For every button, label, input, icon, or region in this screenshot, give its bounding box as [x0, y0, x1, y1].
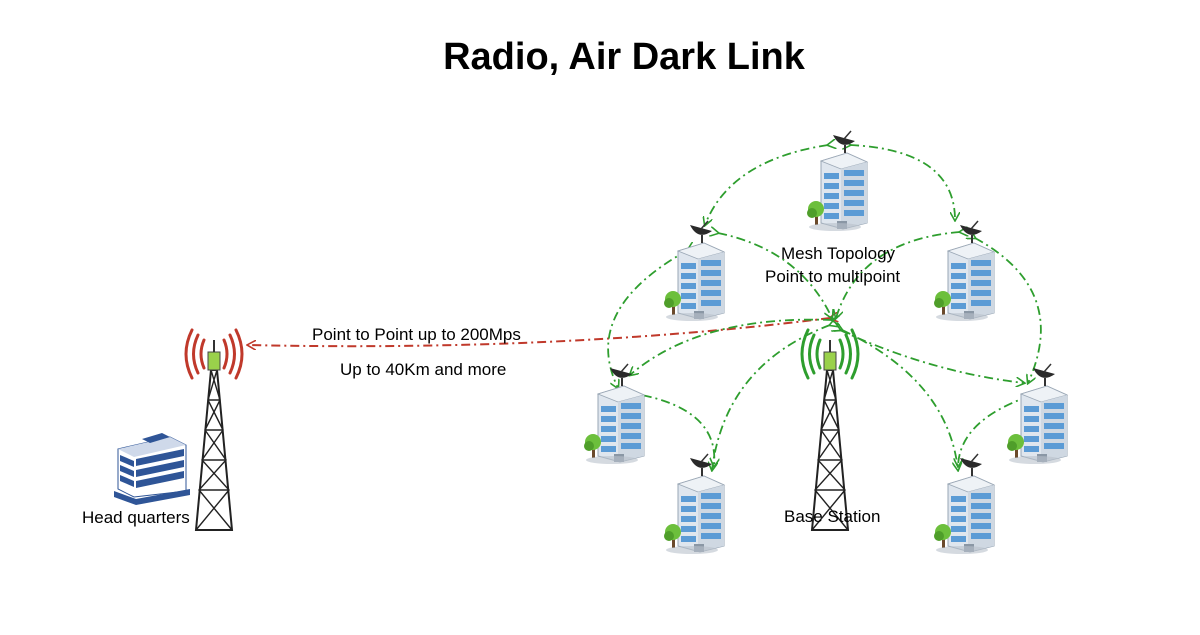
diagram-title: Radio, Air Dark Link [443, 36, 805, 78]
mesh-topology-label: Mesh Topology [781, 244, 896, 263]
office-building-icon [933, 453, 995, 555]
office-building-icon [583, 363, 645, 465]
office-building-icon [663, 453, 725, 555]
office-building-icon [663, 220, 725, 322]
mesh-links [607, 145, 1042, 470]
headquarters-label: Head quarters [82, 508, 190, 527]
hq-building-icon [114, 433, 190, 505]
radio-tower-icon [184, 328, 244, 531]
office-building-icon [1006, 363, 1068, 465]
p2p-range-label: Up to 40Km and more [340, 360, 507, 379]
office-building-icon [933, 220, 995, 322]
radio-tower-icon [800, 328, 860, 531]
base-station-label: Base Station [784, 507, 881, 526]
p2p-link-label: Point to Point up to 200Mps [312, 325, 521, 344]
point-to-multipoint-label: Point to multipoint [765, 267, 901, 286]
